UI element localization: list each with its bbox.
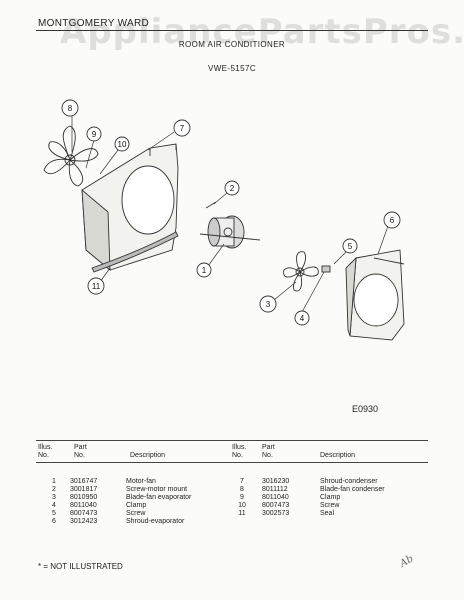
exploded-diagram: 8 9 10 7 2 1 3 4 5 6 11 xyxy=(43,99,405,341)
header-illus-right: Illus.No. xyxy=(232,444,247,459)
callout-2: 2 xyxy=(230,184,235,193)
motor-screw-drawing xyxy=(205,201,217,209)
callout-circle-6 xyxy=(383,211,401,229)
callout-11: 11 xyxy=(92,282,101,291)
callout-circle-2 xyxy=(224,180,240,196)
callout-circle-3 xyxy=(259,295,277,313)
table-top-rule xyxy=(36,440,428,441)
callout-9: 9 xyxy=(92,130,97,139)
footnote: * = NOT ILLUSTRATED xyxy=(38,562,123,571)
callout-circle-1 xyxy=(196,262,212,278)
callout-circle-5 xyxy=(342,238,358,254)
callout-6: 6 xyxy=(390,216,395,225)
product-title: ROOM AIR CONDITIONER xyxy=(178,40,286,49)
header-illus-left: Illus.No. xyxy=(38,444,53,459)
callout-circle-9 xyxy=(86,126,102,142)
watermark: AppliancePartsPros.com xyxy=(60,12,464,52)
condenser-shroud-drawing xyxy=(81,143,179,271)
clamp-drawing xyxy=(321,265,331,273)
seal-drawing xyxy=(91,231,179,273)
callout-7: 7 xyxy=(180,124,185,133)
diagram-code: E0930 xyxy=(352,404,379,414)
evaporator-shroud-drawing xyxy=(345,249,405,341)
motor-drawing xyxy=(199,215,261,249)
callout-3: 3 xyxy=(266,300,271,309)
callout-5: 5 xyxy=(348,242,353,251)
condenser-fan-blade-drawing xyxy=(43,125,99,187)
brand-name: MONTGOMERY WARD xyxy=(38,18,149,29)
evaporator-fan-blade-drawing xyxy=(283,251,319,292)
callout-circle-4 xyxy=(294,310,310,326)
callout-1: 1 xyxy=(202,266,207,275)
model-number: VWE-5157C xyxy=(207,64,257,73)
callout-8: 8 xyxy=(68,104,73,113)
header-desc-left: Description xyxy=(130,452,166,459)
callout-circle-11 xyxy=(87,277,105,295)
table-header-rule xyxy=(36,462,428,463)
callout-4: 4 xyxy=(300,314,305,323)
header-rule xyxy=(36,30,428,31)
callout-circle-8 xyxy=(61,99,79,117)
header-desc-right: Description xyxy=(320,452,356,459)
callout-circle-10 xyxy=(114,136,130,152)
handwritten-mark: Ab xyxy=(398,553,416,570)
callout-10: 10 xyxy=(118,140,127,149)
callout-circle-7 xyxy=(173,119,191,137)
